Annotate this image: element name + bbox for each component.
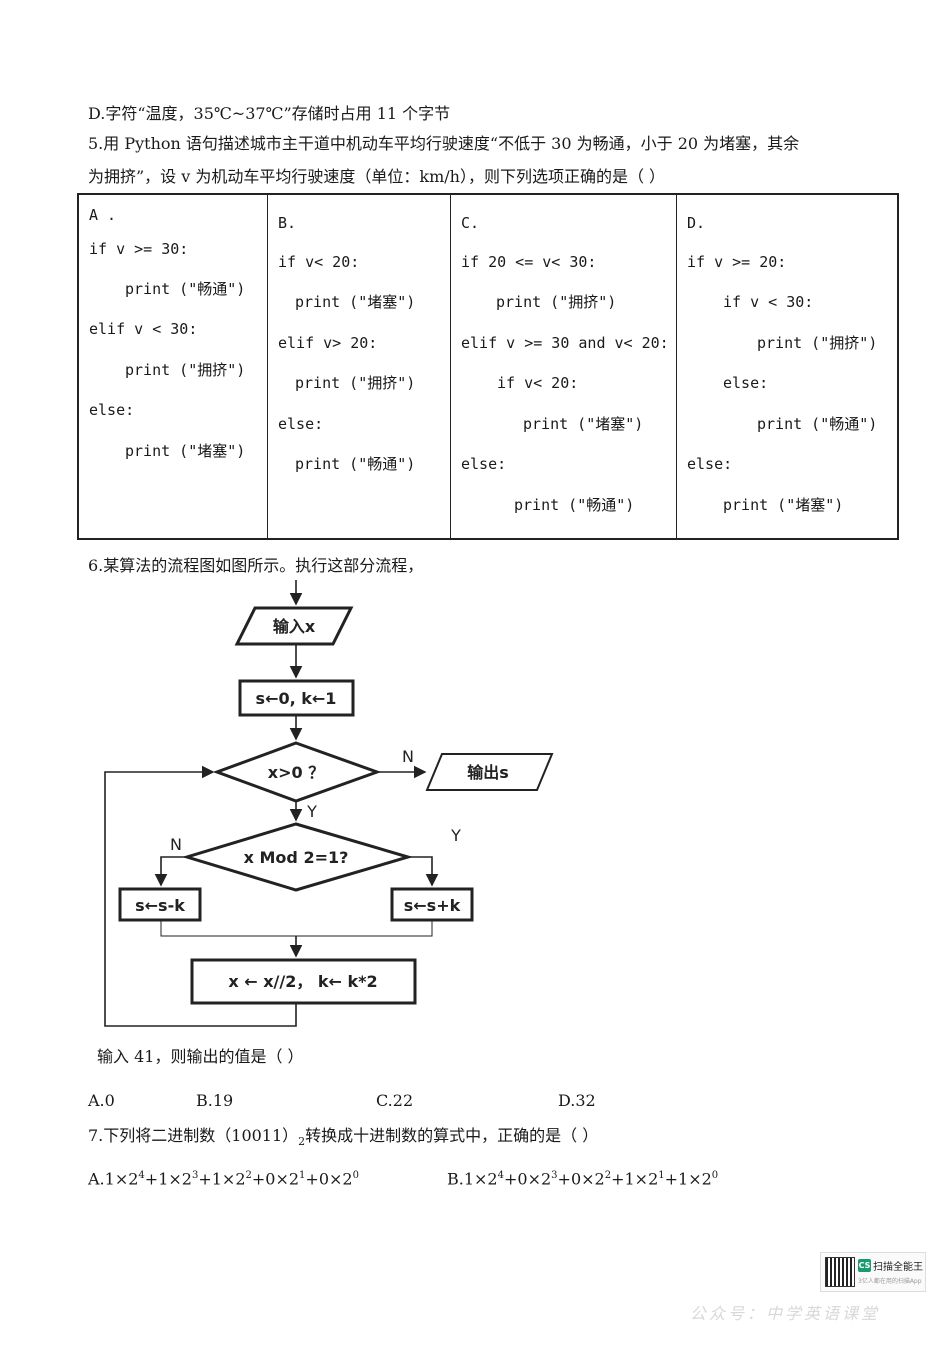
code-line: else: xyxy=(89,401,135,419)
term: A.1×2 xyxy=(88,1169,139,1189)
q7-stem: 7.下列将二进制数（10011）2转换成十进制数的算式中，正确的是（ ） xyxy=(88,1125,598,1153)
arrow xyxy=(408,856,439,887)
exponent: 3 xyxy=(191,1170,199,1181)
option-label: C. xyxy=(461,214,480,232)
q4-option-d: D.字符“温度，35℃~37℃”存储时占用 11 个字节 xyxy=(88,104,451,123)
code-line: elif v >= 30 and v< 20: xyxy=(461,334,669,352)
arrow xyxy=(154,856,187,887)
q5-stem-line2: 为拥挤”，设 v 为机动车平均行驶速度（单位：km/h），则下列选项正确的是（ … xyxy=(88,167,666,186)
code-line: print ("堵塞") xyxy=(523,415,644,433)
code-line: else: xyxy=(461,455,507,473)
watermark: 公众号：中学英语课堂 xyxy=(690,1304,881,1323)
camscanner-logo-icon: CS xyxy=(858,1259,871,1272)
cond2-yes-label: Y xyxy=(450,826,461,845)
code-line: print ("畅通") xyxy=(125,280,246,298)
output-label: 输出s xyxy=(467,763,509,782)
sub-box xyxy=(118,887,202,922)
term: +1×2 xyxy=(664,1169,712,1189)
exponent: 3 xyxy=(551,1170,558,1181)
code-line: print ("畅通") xyxy=(514,496,635,514)
code-line: print ("畅通") xyxy=(757,415,878,433)
q7-option-a: A.1×24+1×23+1×22+0×21+0×20 xyxy=(88,1165,359,1190)
code-line: else: xyxy=(687,455,733,473)
code-line: if v >= 20: xyxy=(687,253,787,271)
term: +0×2 xyxy=(251,1169,300,1189)
q6-question: 输入 41，则输出的值是（ ） xyxy=(97,1047,304,1066)
cond2-no-label: N xyxy=(170,835,182,854)
q6-stem: 6.某算法的流程图如图所示。执行这部分流程， xyxy=(88,556,424,575)
q5-stem-line1: 5.用 Python 语句描述城市主干道中机动车平均行驶速度“不低于 30 为畅… xyxy=(88,134,800,153)
loop-back-arrow xyxy=(104,765,297,1027)
term: +0×2 xyxy=(557,1169,605,1189)
term: +0×2 xyxy=(305,1169,353,1189)
cond1-label: x>0 ？ xyxy=(268,763,324,782)
cond1-yes-label: Y xyxy=(306,802,317,821)
q5-option-d: D. if v >= 20: if v < 30: print ("拥挤") e… xyxy=(676,195,897,538)
qr-code-icon xyxy=(825,1257,855,1287)
q5-option-c: C. if 20 <= v< 30: print ("拥挤") elif v >… xyxy=(450,195,676,538)
add-label: s←s+k xyxy=(404,896,461,915)
code-line: elif v < 30: xyxy=(89,320,198,338)
badge-title: 扫描全能王 xyxy=(873,1262,923,1273)
code-line: print ("堵塞") xyxy=(125,442,246,460)
exponent: 2 xyxy=(604,1170,612,1181)
code-line: if v < 30: xyxy=(723,293,814,311)
choice-c: C.22 xyxy=(376,1091,414,1110)
merge-line xyxy=(160,920,433,937)
q7-stem-text: 7.下列将二进制数（10011） xyxy=(88,1126,299,1145)
output-shape xyxy=(425,753,554,791)
code-line: elif v> 20: xyxy=(278,334,378,352)
exponent: 4 xyxy=(497,1170,504,1181)
init-label: s←0, k←1 xyxy=(256,689,337,708)
cond2-label: x Mod 2=1? xyxy=(244,848,349,867)
choice-d: D.32 xyxy=(558,1091,596,1110)
q5-options-table: A . if v >= 30: print ("畅通") elif v < 30… xyxy=(77,193,899,540)
cond1-no-label: N xyxy=(402,747,414,766)
q5-option-b: B. if v< 20: print ("堵塞") elif v> 20: pr… xyxy=(267,195,450,538)
code-line: else: xyxy=(278,415,324,433)
input-shape xyxy=(234,606,354,646)
cond2-diamond xyxy=(181,822,414,892)
exponent: 0 xyxy=(711,1170,719,1181)
code-line: print ("拥挤") xyxy=(295,374,416,392)
code-line: if v< 20: xyxy=(278,253,360,271)
q7-option-b: B.1×24+0×23+0×22+1×21+1×20 xyxy=(447,1165,718,1190)
q6-flowchart: 输入x s←0, k←1 x>0 ？ N 输出s Y x Mod 2=1? N … xyxy=(104,580,554,1027)
term: B.1×2 xyxy=(447,1169,498,1189)
term: +1×2 xyxy=(144,1169,192,1189)
code-line: if v< 20: xyxy=(497,374,579,392)
q7-base-subscript: 2 xyxy=(298,1135,306,1149)
code-line: else: xyxy=(723,374,769,392)
exponent: 0 xyxy=(352,1170,359,1181)
choice-b: B.19 xyxy=(196,1091,234,1110)
code-line: print ("拥挤") xyxy=(125,361,246,379)
code-line: print ("畅通") xyxy=(295,455,416,473)
term: +1×2 xyxy=(198,1169,246,1189)
code-line: if v >= 30: xyxy=(89,240,189,258)
code-line: print ("拥挤") xyxy=(496,293,617,311)
code-line: print ("堵塞") xyxy=(295,293,416,311)
scanner-badge: CS 扫描全能王 3亿人都在用的扫描App xyxy=(820,1252,926,1292)
badge-subtitle: 3亿人都在用的扫描App xyxy=(858,1278,922,1285)
code-line: print ("拥挤") xyxy=(757,334,878,352)
code-line: if 20 <= v< 30: xyxy=(461,253,597,271)
exponent: 4 xyxy=(138,1170,145,1181)
update-label: x ← x//2， k← k*2 xyxy=(228,972,377,991)
exponent: 1 xyxy=(658,1170,665,1181)
term: +1×2 xyxy=(611,1169,659,1189)
q7-stem-text: 转换成十进制数的算式中，正确的是（ ） xyxy=(305,1126,599,1145)
sub-label: s←s-k xyxy=(135,896,185,915)
exponent: 1 xyxy=(299,1170,306,1181)
input-label: 输入x xyxy=(273,617,316,636)
exponent: 2 xyxy=(245,1170,252,1181)
choice-a: A.0 xyxy=(88,1091,115,1110)
code-line: print ("堵塞") xyxy=(723,496,844,514)
q5-option-a: A . if v >= 30: print ("畅通") elif v < 30… xyxy=(79,195,267,538)
term: +0×2 xyxy=(503,1169,552,1189)
option-label: D. xyxy=(687,214,706,232)
option-label: A . xyxy=(89,206,117,224)
update-box xyxy=(190,958,417,1005)
option-label: B. xyxy=(278,214,297,232)
